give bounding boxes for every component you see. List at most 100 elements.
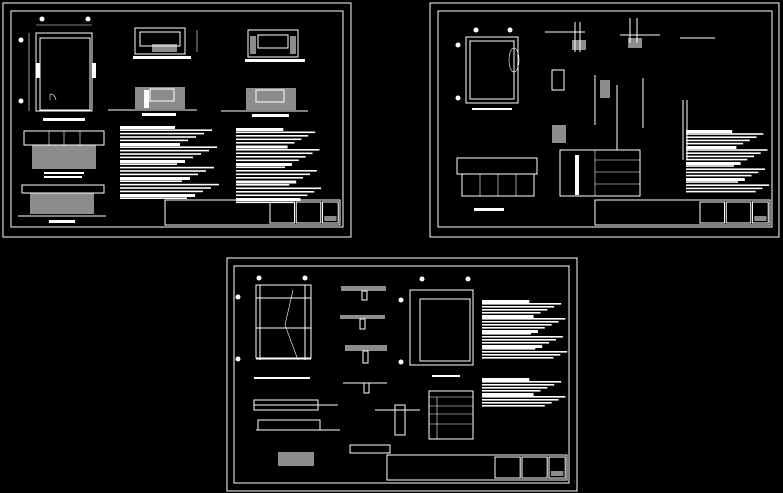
note-line (236, 166, 286, 169)
note-line (120, 194, 195, 197)
note-line (482, 312, 541, 314)
note-line (482, 351, 568, 353)
title-block-cell (269, 201, 295, 224)
title-block-logo-cell (322, 201, 339, 224)
note-line (120, 166, 214, 169)
note-line (482, 348, 536, 350)
note-line (120, 129, 212, 131)
note-line (482, 399, 559, 401)
title-block-sheet-number (550, 471, 564, 476)
note-line (686, 152, 761, 154)
note-line (236, 187, 322, 190)
sheet-2[interactable] (429, 2, 780, 238)
floor-plan (18, 16, 96, 121)
note-line (482, 345, 543, 348)
title-block-cell (521, 456, 548, 479)
title-block-logo-cell (548, 456, 566, 479)
note-line (120, 180, 182, 182)
note-line (686, 190, 756, 193)
note-line (482, 405, 545, 407)
note-line (236, 135, 309, 137)
note-line (686, 165, 734, 167)
note-line (120, 190, 203, 193)
note-line (686, 187, 763, 190)
elevation-rear (245, 29, 305, 62)
note-line (482, 402, 552, 404)
note-line (482, 387, 548, 389)
note-line (686, 168, 765, 170)
note-line (482, 324, 552, 326)
section-a (23, 130, 105, 178)
rebar-table (559, 149, 641, 197)
note-line (686, 178, 745, 181)
title-block-logo-cell (752, 201, 769, 224)
note-line (482, 303, 562, 305)
note-line (482, 357, 554, 359)
note-line (482, 342, 550, 344)
note-line (120, 143, 180, 146)
note-line (236, 184, 290, 186)
note-line (686, 136, 757, 138)
title-block-border (164, 199, 341, 226)
note-line (236, 194, 308, 197)
note-line (120, 170, 206, 172)
sheet-3[interactable] (226, 257, 578, 492)
title-block-sheet-number (754, 216, 767, 221)
elevation-frame (456, 157, 538, 211)
note-line (236, 201, 294, 204)
note-line (120, 197, 187, 199)
note-line (120, 183, 219, 186)
note-line (120, 187, 211, 189)
note-line (120, 177, 190, 180)
elevation-side-1 (108, 87, 197, 116)
note-line (236, 152, 313, 155)
note-line (686, 181, 739, 183)
note-line (482, 336, 563, 338)
sheet-1-outer-border (2, 2, 352, 238)
note-line (236, 145, 288, 149)
note-line (120, 126, 175, 129)
note-line (236, 173, 310, 176)
note-line (482, 315, 534, 318)
note-line (482, 378, 530, 381)
note-line (482, 384, 555, 386)
note-line (120, 149, 209, 152)
note-line (686, 146, 737, 149)
note-line (686, 130, 733, 133)
note-line (120, 173, 198, 176)
sheet-2-title-block (594, 199, 771, 226)
title-block-cell (494, 456, 521, 479)
note-line (482, 318, 566, 320)
sheet-1-frame (10, 10, 344, 228)
sheet-3-notes (482, 300, 568, 407)
note-line (482, 396, 566, 398)
note-line (236, 170, 317, 172)
beam-elevations (253, 399, 420, 466)
note-line (686, 158, 748, 161)
note-line (686, 184, 770, 186)
note-line (482, 393, 534, 396)
roof-framing-plan (235, 275, 312, 379)
sheet-3-outer-border (226, 257, 578, 492)
note-line (482, 327, 545, 329)
elevation-front (133, 27, 198, 59)
note-line (236, 163, 292, 166)
sheet-3-frame (233, 265, 570, 484)
beam-sections (340, 286, 387, 394)
note-line (120, 153, 201, 155)
sheet-1[interactable] (2, 2, 352, 238)
sheet-2-notes (686, 130, 770, 193)
note-line (120, 139, 188, 142)
title-block-cell (295, 201, 322, 224)
sheet-2-frame (437, 10, 773, 228)
note-line (686, 174, 752, 177)
foundation-plan (455, 27, 520, 110)
details-cluster (545, 18, 715, 160)
section-b (18, 184, 106, 223)
note-line (686, 171, 759, 174)
note-line (236, 180, 297, 184)
note-line (482, 339, 556, 341)
note-line (236, 142, 295, 144)
sheet-2-outer-border (429, 2, 780, 238)
